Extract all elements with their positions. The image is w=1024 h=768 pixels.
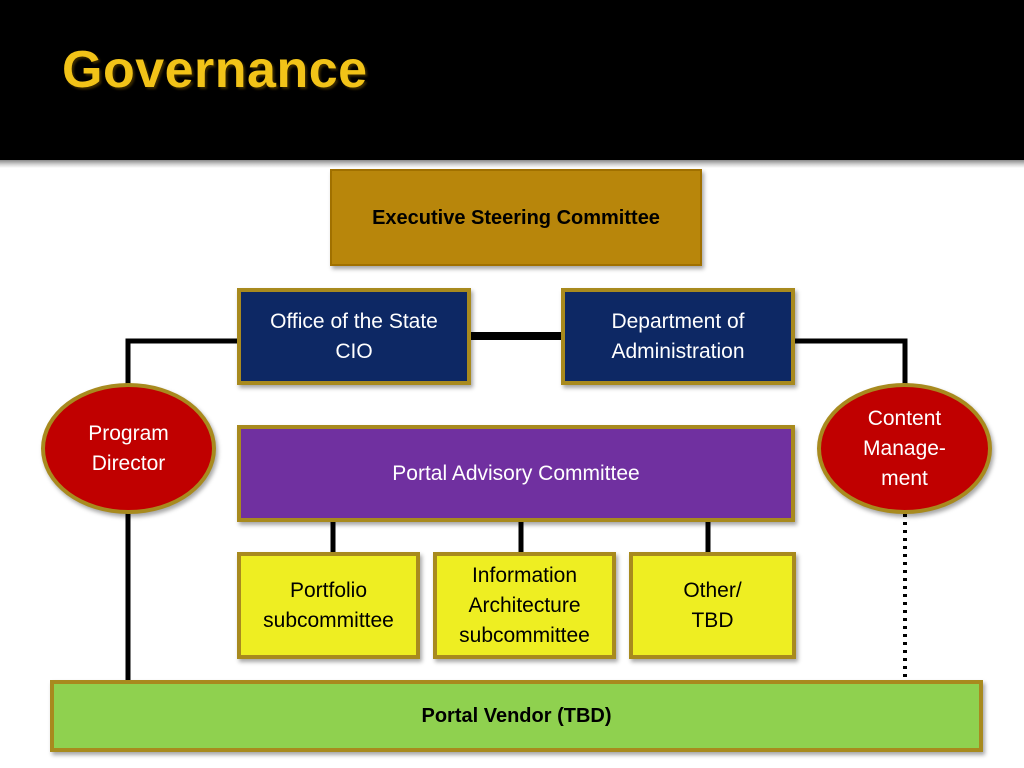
executive-steering-committee-box: Executive Steering Committee xyxy=(330,169,702,266)
title-divider xyxy=(0,160,1024,168)
portfolio-subcommittee-box: Portfolio subcommittee xyxy=(237,552,420,659)
portal-vendor-label: Portal Vendor (TBD) xyxy=(421,705,612,727)
office-of-state-cio-label: Office of the State CIO xyxy=(270,309,438,363)
department-of-administration-box: Department of Administration xyxy=(561,288,795,385)
information-architecture-subcommittee-box: Information Architecture subcommittee xyxy=(433,552,616,659)
title-bar xyxy=(0,0,1024,160)
slide-title: Governance xyxy=(62,41,368,99)
executive-steering-committee-label: Executive Steering Committee xyxy=(372,206,660,229)
portal-advisory-committee-box: Portal Advisory Committee xyxy=(237,425,795,522)
department-of-administration-label: Department of Administration xyxy=(611,309,745,363)
portfolio-subcommittee-label: Portfolio subcommittee xyxy=(263,578,394,632)
information-architecture-subcommittee-label: Information Architecture subcommittee xyxy=(459,563,590,647)
connector-program-director-cio xyxy=(125,338,237,386)
program-director-oval: Program Director xyxy=(41,383,216,514)
portal-vendor-box: Portal Vendor (TBD) xyxy=(50,680,983,752)
connector-doa-content-management xyxy=(795,338,908,386)
content-management-oval: Content Manage- ment xyxy=(817,383,992,514)
program-director-label: Program Director xyxy=(88,421,169,475)
content-management-label: Content Manage- ment xyxy=(863,406,946,490)
other-tbd-box: Other/ TBD xyxy=(629,552,796,659)
office-of-state-cio-box: Office of the State CIO xyxy=(237,288,471,385)
portal-advisory-committee-label: Portal Advisory Committee xyxy=(392,461,640,485)
other-tbd-label: Other/ TBD xyxy=(683,578,742,632)
